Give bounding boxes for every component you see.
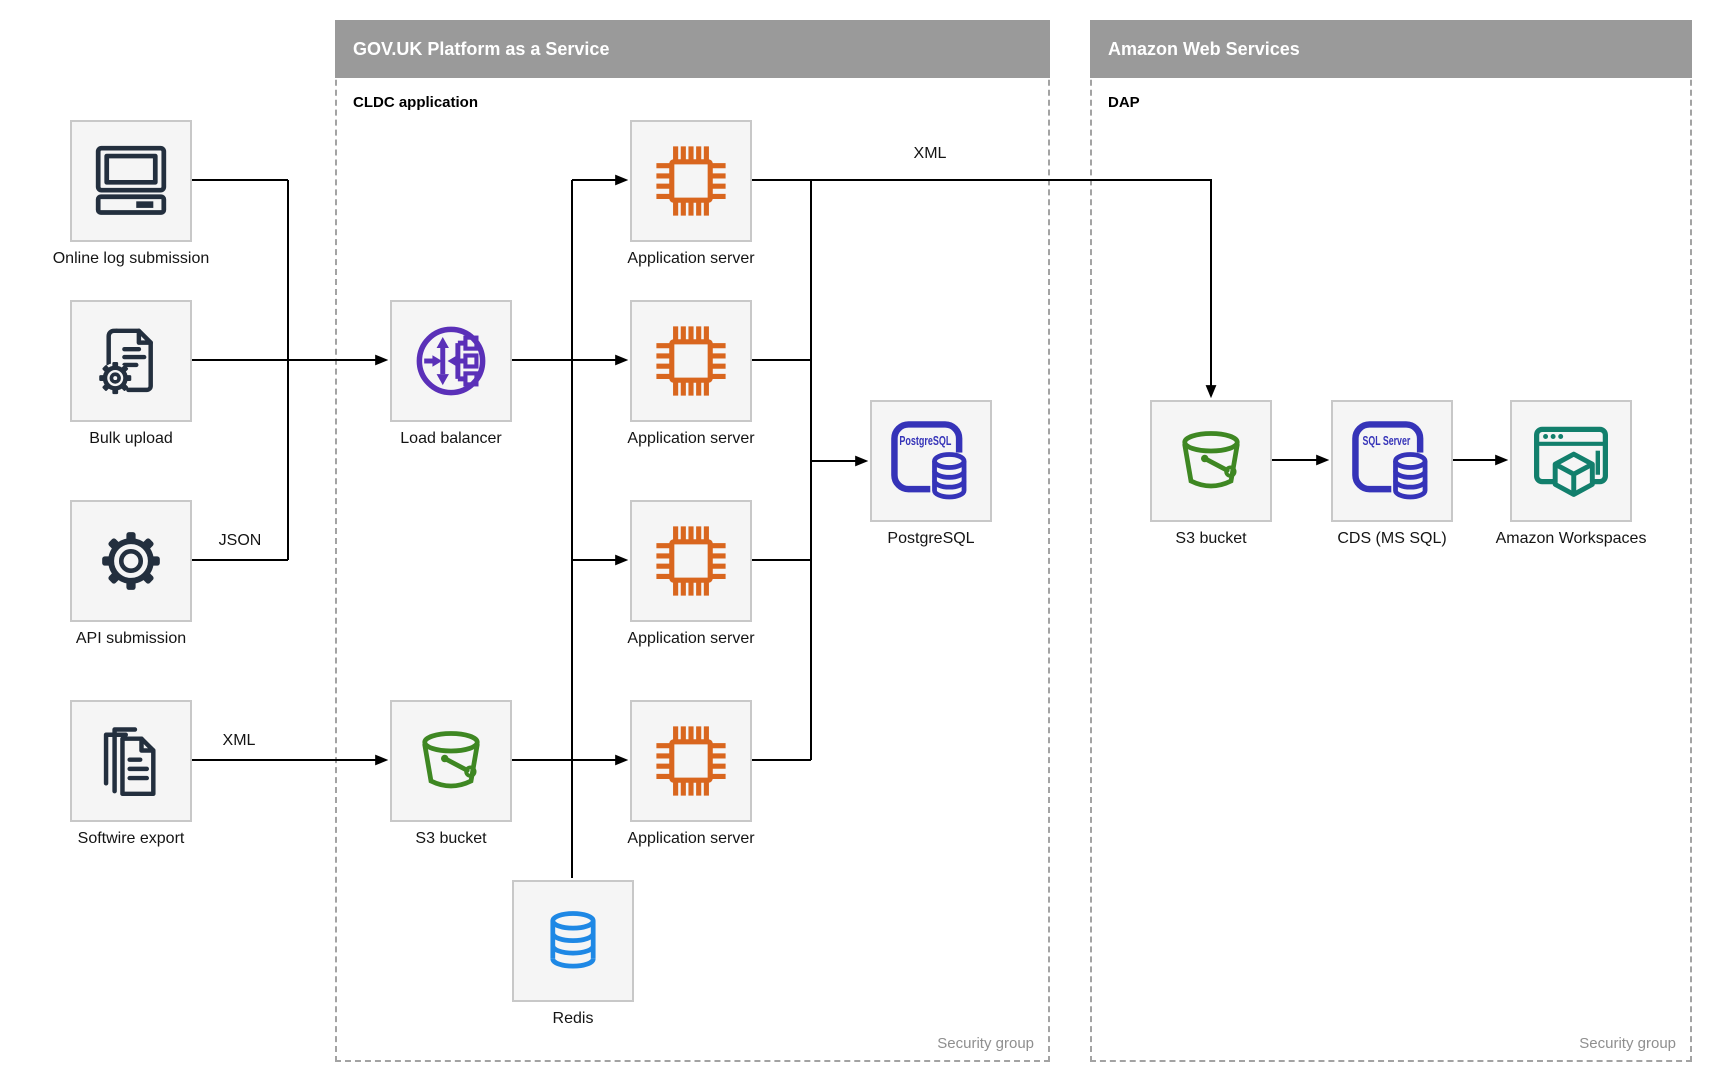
aws-s3-bucket-label: S3 bucket [1175, 530, 1247, 547]
documents-stack-icon [103, 727, 156, 797]
redis-node [512, 880, 634, 1002]
sql-server-icon: SQL Server [1352, 421, 1431, 501]
chip-icon [656, 726, 726, 796]
gear-icon [102, 532, 160, 590]
paas-title: GOV.UK Platform as a Service [353, 39, 610, 59]
bulk-upload-label: Bulk upload [89, 430, 173, 447]
postgresql-node: PostgreSQL [870, 400, 992, 522]
aws-security-group-label: Security group [1579, 1035, 1676, 1052]
application-server-3-label: Application server [627, 630, 755, 647]
json-edge-label: JSON [218, 532, 262, 549]
api-submission-node [70, 500, 192, 622]
amazon-workspaces-node [1510, 400, 1632, 522]
softwire-export-label: Softwire export [77, 830, 185, 847]
postgresql-icon: PostgreSQL [891, 421, 970, 501]
db-cylinder-icon [550, 911, 596, 969]
paas-header: GOV.UK Platform as a Service [335, 20, 1050, 78]
paas-security-group-label: Security group [937, 1035, 1034, 1052]
aws-container: Amazon Web Services DAP Security group [1090, 20, 1692, 1062]
application-server-1-label: Application server [627, 250, 755, 267]
postgresql-icon-text: PostgreSQL [899, 433, 951, 448]
paas-container: GOV.UK Platform as a Service CLDC applic… [335, 20, 1050, 1062]
chip-icon [656, 146, 726, 216]
paas-s3-bucket-label: S3 bucket [415, 830, 487, 847]
xml-aws-edge-label: XML [913, 145, 947, 162]
aws-s3-bucket-node [1150, 400, 1272, 522]
xml-softwire-edge-label: XML [222, 732, 256, 749]
load-balancer-node [390, 300, 512, 422]
aws-header: Amazon Web Services [1090, 20, 1692, 78]
paas-s3-bucket-node [390, 700, 512, 822]
online-log-submission-label: Online log submission [52, 250, 210, 267]
desktop-computer-icon [95, 145, 167, 215]
api-submission-label: API submission [75, 630, 187, 647]
application-server-1-node [630, 120, 752, 242]
application-server-4-label: Application server [627, 830, 755, 847]
bucket-icon [1182, 431, 1240, 489]
load-balancer-label: Load balancer [400, 430, 502, 447]
bucket-icon [422, 731, 480, 789]
application-server-2-label: Application server [627, 430, 755, 447]
chip-icon [656, 326, 726, 396]
online-log-submission-node [70, 120, 192, 242]
cds-node: SQL Server [1331, 400, 1453, 522]
redis-label: Redis [552, 1010, 594, 1027]
document-gear-icon [99, 328, 153, 395]
load-balancer-icon [416, 326, 486, 396]
workspaces-icon [1534, 426, 1608, 497]
amazon-workspaces-label: Amazon Workspaces [1495, 530, 1647, 547]
aws-title: Amazon Web Services [1108, 39, 1300, 59]
application-server-3-node [630, 500, 752, 622]
application-server-2-node [630, 300, 752, 422]
sql-server-icon-text: SQL Server [1362, 433, 1410, 448]
postgresql-label: PostgreSQL [887, 530, 975, 547]
aws-zone-label: DAP [1108, 94, 1140, 111]
application-server-4-node [630, 700, 752, 822]
bulk-upload-node [70, 300, 192, 422]
softwire-export-node [70, 700, 192, 822]
chip-icon [656, 526, 726, 596]
cds-label: CDS (MS SQL) [1337, 530, 1447, 547]
paas-zone-label: CLDC application [353, 94, 479, 111]
